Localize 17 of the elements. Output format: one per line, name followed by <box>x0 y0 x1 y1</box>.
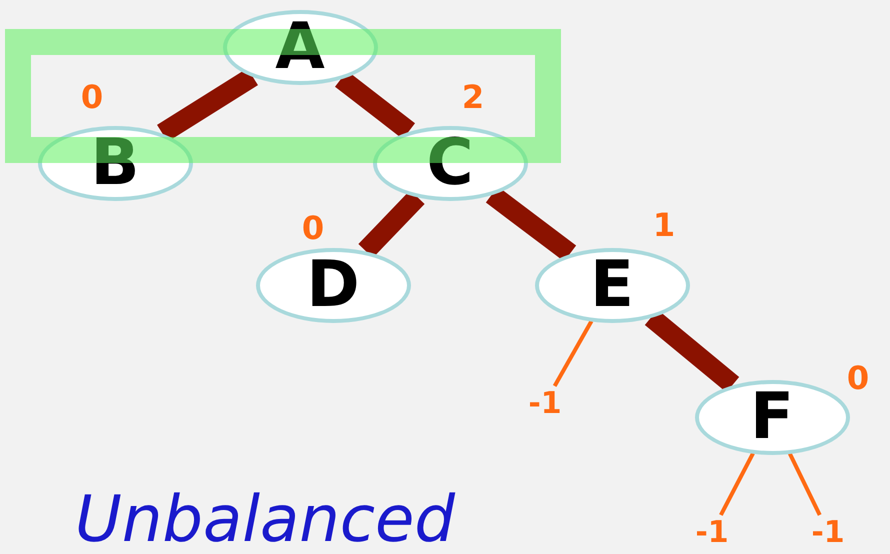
balance-factor: -1 <box>808 515 848 549</box>
leader-line <box>719 452 755 516</box>
tree-node: F <box>694 380 850 454</box>
tree-node: E <box>534 248 690 322</box>
tree-node: D <box>256 248 410 322</box>
leader-line <box>552 320 594 387</box>
balance-factor: -1 <box>692 515 732 549</box>
balance-factor: 1 <box>652 206 676 244</box>
tree-node: B <box>38 126 192 200</box>
balance-factor: -1 <box>525 386 565 420</box>
tree-node: C <box>372 126 528 200</box>
leader-line <box>788 452 822 516</box>
balance-factor: 0 <box>80 78 104 116</box>
balance-factor: 0 <box>302 209 324 247</box>
balance-factor: 2 <box>462 78 484 116</box>
caption-text: Unbalanced <box>75 483 455 554</box>
balance-factor: 0 <box>846 359 870 397</box>
